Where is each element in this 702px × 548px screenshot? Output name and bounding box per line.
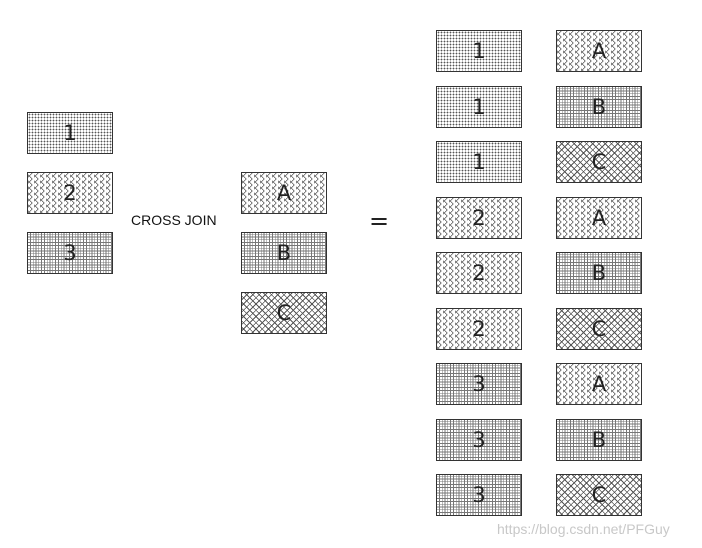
- result-left-cell-label: 2: [472, 205, 486, 230]
- result-right-cell: C: [556, 474, 642, 516]
- left-table-cell-label: 3: [63, 241, 77, 265]
- result-left-cell-label: 3: [472, 483, 486, 507]
- result-left-cell: 3: [436, 363, 522, 405]
- result-right-cell: A: [556, 196, 642, 239]
- right-table-cell: A: [241, 172, 327, 214]
- result-right-cell: C: [556, 141, 642, 183]
- result-left-cell-label: 1: [472, 94, 486, 119]
- result-left-cell: 2: [436, 252, 522, 294]
- right-table-cell: C: [241, 292, 327, 334]
- result-left-cell-label: 3: [472, 372, 486, 396]
- result-left-cell: 3: [436, 474, 522, 516]
- result-left-cell: 1: [436, 30, 522, 72]
- result-left-cell: 2: [436, 196, 522, 239]
- right-table-cell-label: A: [276, 181, 292, 205]
- result-right-cell-label: A: [591, 372, 607, 396]
- left-table-cell: 2: [27, 172, 113, 214]
- result-left-cell-label: 2: [472, 316, 486, 341]
- result-left-cell: 3: [436, 418, 522, 461]
- result-right-cell: A: [556, 363, 642, 405]
- result-right-cell-label: B: [591, 94, 607, 119]
- result-right-cell-label: B: [591, 261, 607, 285]
- result-right-cell-label: C: [591, 483, 607, 507]
- left-table-cell-label: 2: [63, 181, 77, 205]
- result-left-cell-label: 1: [472, 39, 486, 63]
- result-right-cell-label: C: [591, 316, 607, 341]
- right-table-cell-label: B: [276, 241, 292, 265]
- result-left-cell: 2: [436, 307, 522, 350]
- result-right-cell-label: A: [591, 39, 607, 63]
- left-table-cell-label: 1: [63, 121, 77, 145]
- result-left-cell-label: 1: [472, 150, 486, 174]
- right-table-cell: B: [241, 232, 327, 274]
- result-right-cell: C: [556, 307, 642, 350]
- result-left-cell-label: 3: [472, 427, 486, 452]
- watermark-url: https://blog.csdn.net/PFGuy: [497, 521, 670, 537]
- result-right-cell: B: [556, 418, 642, 461]
- result-left-cell: 1: [436, 141, 522, 183]
- left-table-cell: 3: [27, 232, 113, 274]
- left-table-cell: 1: [27, 112, 113, 154]
- result-right-cell-label: C: [591, 150, 607, 174]
- right-table-cell-label: C: [276, 301, 292, 325]
- equals-sign: =: [369, 207, 390, 235]
- result-right-cell-label: A: [591, 205, 607, 230]
- result-right-cell: A: [556, 30, 642, 72]
- result-left-cell: 1: [436, 85, 522, 128]
- result-left-cell-label: 2: [472, 261, 486, 285]
- cross-join-label: CROSS JOIN: [131, 212, 217, 228]
- result-right-cell: B: [556, 252, 642, 294]
- result-right-cell-label: B: [591, 427, 607, 452]
- result-right-cell: B: [556, 85, 642, 128]
